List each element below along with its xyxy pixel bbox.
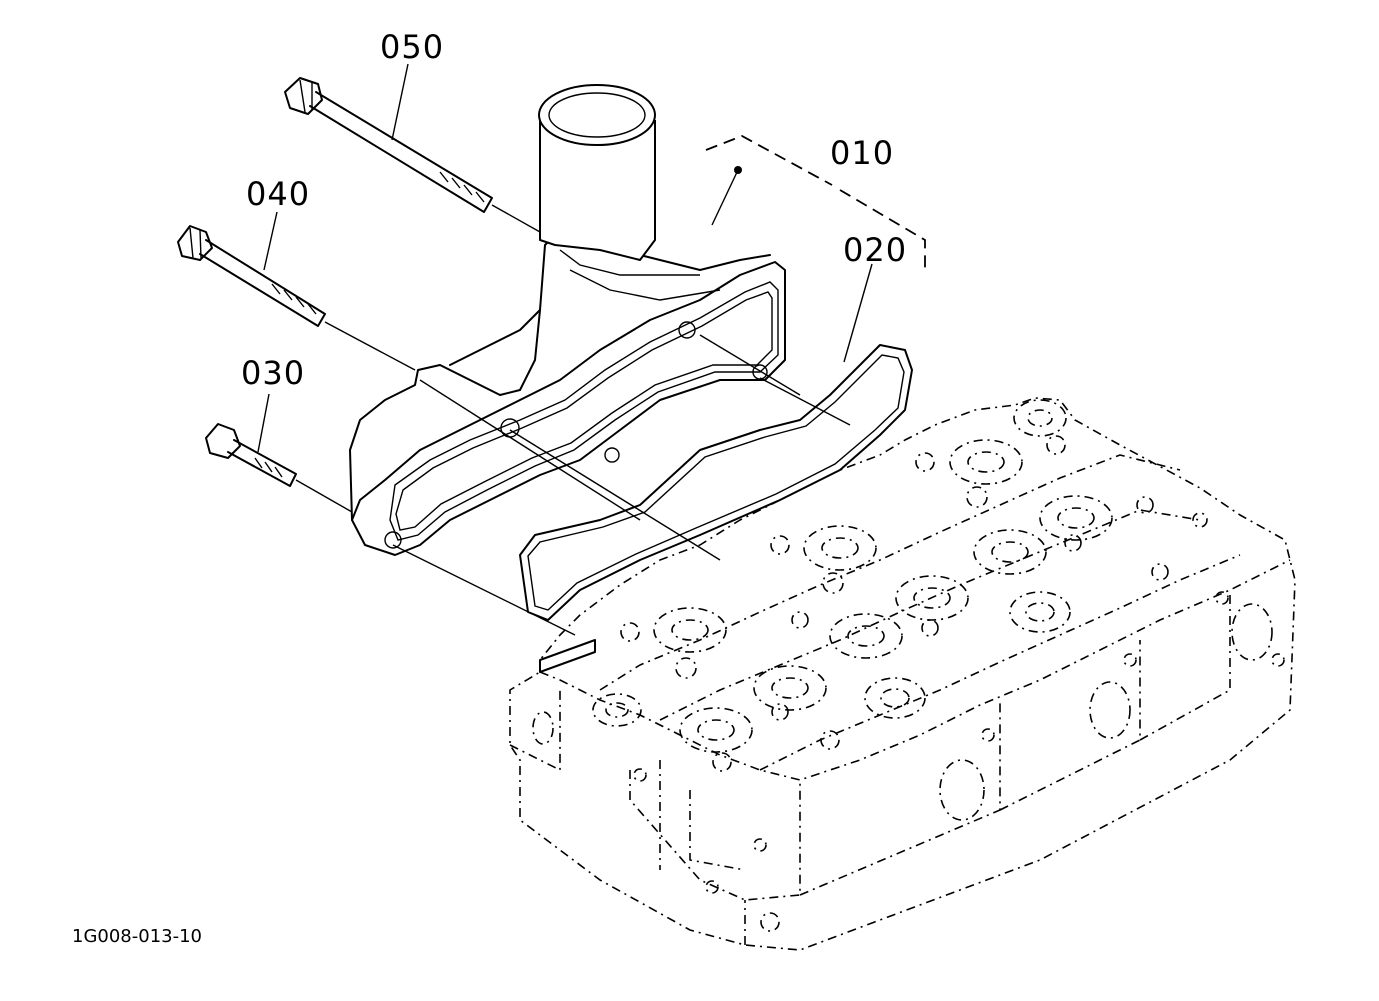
- bolt-040: [177, 225, 326, 327]
- label-020: 020: [843, 231, 907, 269]
- housing-010: [349, 84, 786, 556]
- leader-lines: [257, 63, 873, 453]
- bolt-050: [284, 77, 493, 213]
- label-040: 040: [246, 175, 310, 213]
- label-030: 030: [241, 354, 305, 392]
- drawing-code: 1G008-013-10: [72, 926, 202, 947]
- assembly-bracket-010: [705, 135, 926, 272]
- alignment-lines: [295, 204, 851, 636]
- label-050: 050: [380, 28, 444, 66]
- bolt-030: [205, 423, 297, 487]
- gasket-020: [519, 344, 913, 621]
- label-010: 010: [830, 134, 894, 172]
- cylinder-head: [509, 397, 1296, 951]
